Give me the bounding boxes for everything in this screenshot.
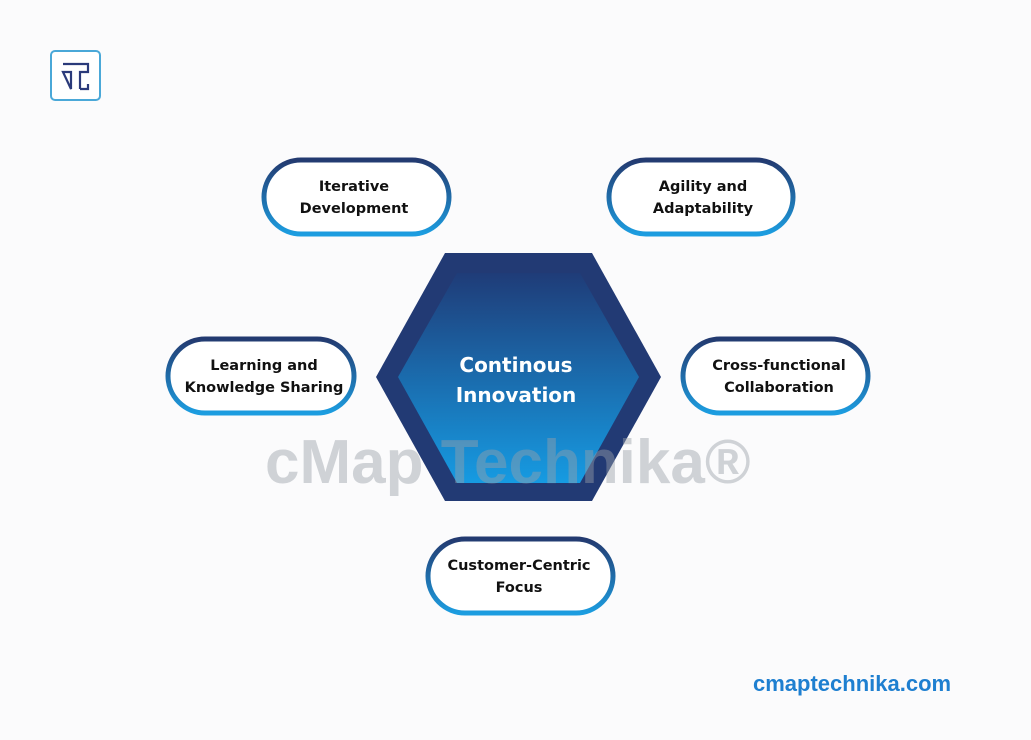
- node-label: Focus: [496, 580, 543, 596]
- center-hexagon: Continous Innovation: [376, 253, 661, 501]
- node-customer-centric-focus: Customer-Centric Focus: [425, 536, 616, 616]
- website-link[interactable]: cmaptechnika.com: [753, 671, 952, 696]
- node-label: Knowledge Sharing: [185, 380, 344, 396]
- node-iterative-development: Iterative Development: [261, 157, 452, 237]
- node-label: Customer-Centric: [447, 558, 590, 574]
- node-cross-functional-collaboration: Cross-functional Collaboration: [680, 336, 871, 416]
- node-label: Development: [300, 201, 409, 217]
- node-label: Learning and: [210, 358, 318, 374]
- center-label-line1: Continous: [459, 353, 572, 377]
- node-learning-knowledge-sharing: Learning and Knowledge Sharing: [165, 336, 357, 416]
- node-label: Agility and: [659, 179, 747, 195]
- node-label: Iterative: [319, 179, 389, 195]
- node-label: Collaboration: [724, 380, 834, 396]
- center-label-line2: Innovation: [456, 383, 577, 407]
- node-label: Adaptability: [653, 201, 754, 217]
- logo-icon: [50, 50, 101, 101]
- watermark: cMap Technika®: [265, 428, 751, 497]
- node-label: Cross-functional: [712, 358, 846, 374]
- node-agility-adaptability: Agility and Adaptability: [606, 157, 796, 237]
